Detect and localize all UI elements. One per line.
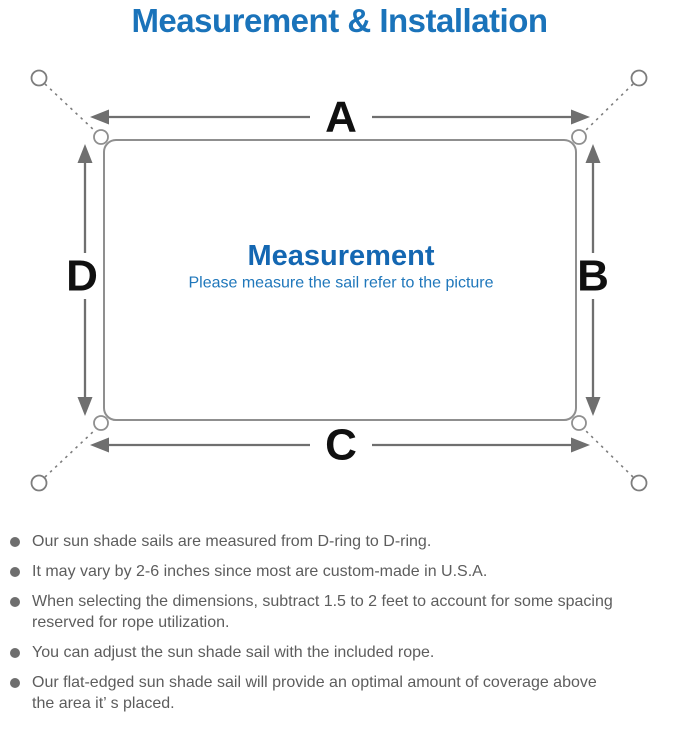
arrowhead-c-left-icon: [90, 437, 109, 453]
anchor-point-top-right-icon: [630, 69, 648, 87]
note-text: When selecting the dimensions, subtract …: [32, 593, 613, 631]
bullet-icon: [10, 678, 20, 688]
note-item-flat-edged-coverage: Our flat-edged sun shade sail will provi…: [10, 672, 665, 714]
bullet-icon: [10, 537, 20, 547]
notes-list: Our sun shade sails are measured from D-…: [0, 531, 679, 723]
arrowhead-b-down-icon: [585, 397, 601, 416]
d-ring-bottom-left-icon: [93, 415, 109, 431]
dim-label-d: D: [66, 252, 98, 301]
note-item-subtract-feet: When selecting the dimensions, subtract …: [10, 591, 665, 633]
dim-label-a: A: [325, 93, 357, 142]
d-ring-top-left-icon: [93, 129, 109, 145]
measurement-diagram: A B C D Measurement Please measure the s…: [30, 69, 648, 492]
tie-rope-bottom-right: [583, 428, 634, 478]
diagram-center-heading: Measurement: [248, 240, 435, 272]
note-text: You can adjust the sun shade sail with t…: [32, 644, 435, 661]
anchor-point-bottom-right-icon: [630, 474, 648, 492]
arrowhead-a-right-icon: [571, 109, 590, 125]
tie-rope-top-right: [583, 83, 634, 133]
bullet-icon: [10, 567, 20, 577]
diagram-center-subtext: Please measure the sail refer to the pic…: [188, 275, 493, 292]
arrowhead-d-up-icon: [77, 144, 93, 163]
d-ring-top-right-icon: [571, 129, 587, 145]
arrowhead-d-down-icon: [77, 397, 93, 416]
dim-label-c: C: [325, 421, 357, 470]
arrowhead-a-left-icon: [90, 109, 109, 125]
note-text: Our flat-edged sun shade sail will provi…: [32, 674, 597, 712]
note-item-measured-from-dring: Our sun shade sails are measured from D-…: [10, 531, 665, 552]
arrowhead-b-up-icon: [585, 144, 601, 163]
arrowhead-c-right-icon: [571, 437, 590, 453]
sail-outline: [103, 139, 577, 421]
note-text: Our sun shade sails are measured from D-…: [32, 533, 432, 550]
tie-rope-top-left: [44, 83, 97, 133]
page-title: Measurement & Installation: [131, 2, 548, 39]
dim-label-b: B: [577, 252, 609, 301]
note-text: It may vary by 2-6 inches since most are…: [32, 563, 488, 580]
note-item-vary-inches: It may vary by 2-6 inches since most are…: [10, 561, 665, 582]
tie-rope-bottom-left: [44, 428, 97, 478]
d-ring-bottom-right-icon: [571, 415, 587, 431]
bullet-icon: [10, 648, 20, 658]
note-item-adjust-rope: You can adjust the sun shade sail with t…: [10, 642, 665, 663]
anchor-point-bottom-left-icon: [30, 474, 48, 492]
bullet-icon: [10, 597, 20, 607]
anchor-point-top-left-icon: [30, 69, 48, 87]
